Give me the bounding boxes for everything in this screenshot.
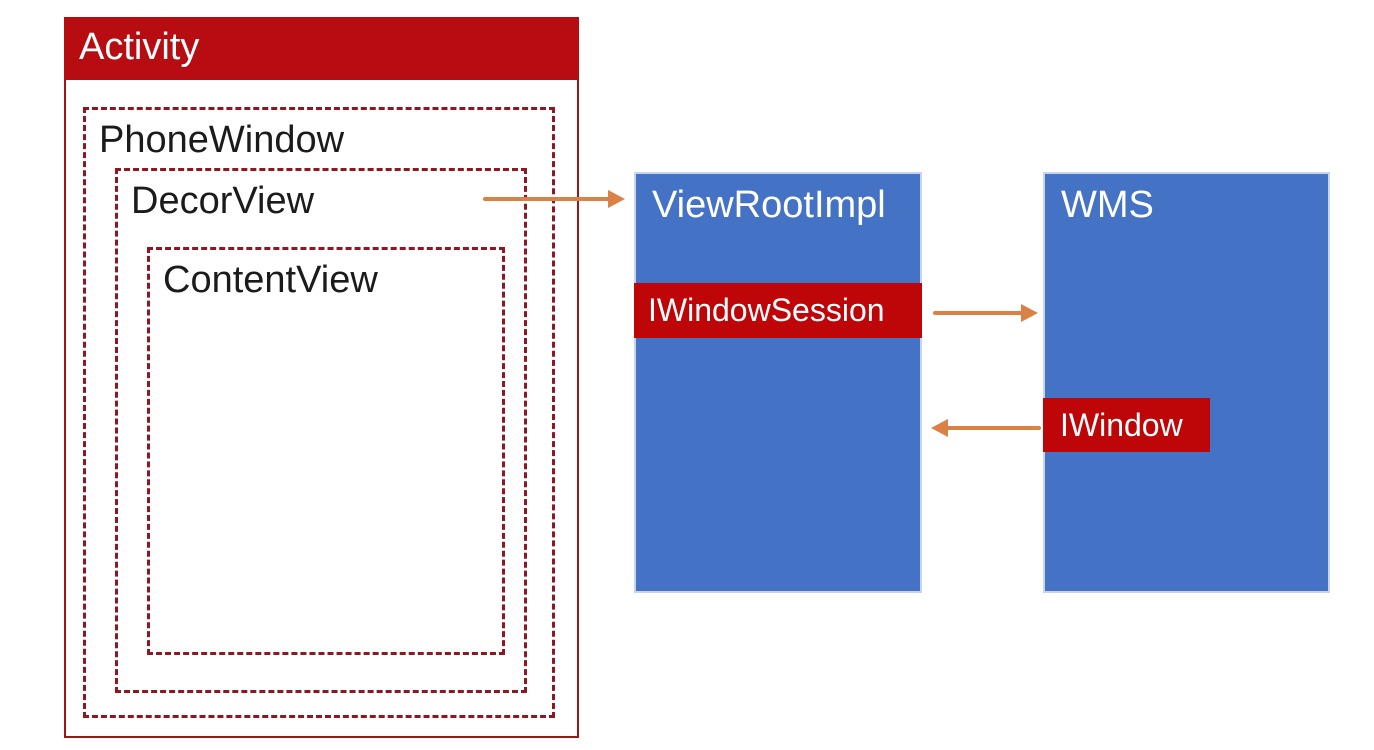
contentview-label: ContentView [163, 259, 378, 301]
decorview-label: DecorView [131, 180, 315, 222]
iwindow-chip: IWindow [1043, 398, 1210, 452]
phonewindow-label: PhoneWindow [99, 119, 345, 161]
wms-box: WMS IWindow [1043, 172, 1330, 593]
viewrootimpl-label: ViewRootImpl [652, 184, 886, 226]
arrow-head-icon [1021, 304, 1038, 322]
arrow-head-icon [931, 419, 948, 437]
arrow-iwindow-to-viewrootimpl [931, 418, 1041, 438]
viewrootimpl-box: ViewRootImpl IWindowSession [634, 172, 922, 593]
arrow-iwindowsession-to-wms [933, 303, 1038, 323]
arrow-line [483, 197, 611, 201]
contentview-box: ContentView [147, 247, 505, 655]
arrow-line [945, 426, 1041, 430]
arrow-head-icon [608, 190, 625, 208]
wms-label: WMS [1061, 184, 1154, 226]
arrow-decorview-to-viewrootimpl [483, 189, 625, 209]
phonewindow-box: PhoneWindow [83, 107, 555, 718]
decorview-box: DecorView [115, 168, 527, 693]
activity-header: Activity [64, 17, 579, 80]
iwindowsession-band: IWindowSession [634, 283, 922, 338]
arrow-line [933, 311, 1024, 315]
